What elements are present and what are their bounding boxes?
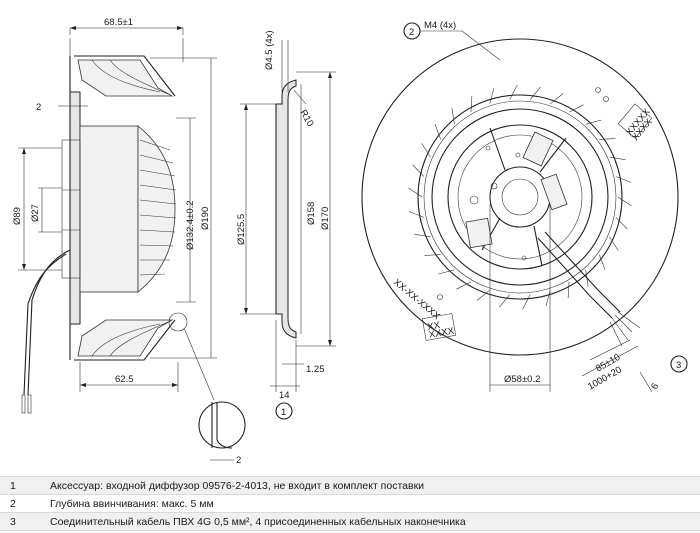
blade-tip	[451, 107, 455, 125]
note-number: 2	[10, 497, 16, 510]
blade-tip	[412, 164, 425, 177]
blade-tip	[438, 269, 455, 275]
blade-tip	[476, 289, 490, 301]
label-bottom: XXXXXX	[427, 318, 456, 341]
blade-tip	[615, 217, 628, 230]
blade-tip	[456, 281, 472, 290]
blade-tip	[408, 187, 423, 198]
blade-tip	[615, 176, 632, 183]
dim-d89: Ø89	[12, 207, 23, 225]
blade-tip	[414, 233, 431, 238]
blade-tip	[470, 95, 473, 113]
front-view: XXXXXXXXX XXXXXX XX-XX-XXXX 2 M4 (4x) 3 …	[361, 20, 688, 393]
blade-tip	[509, 84, 518, 100]
blade-tip	[599, 254, 606, 271]
blade-tip	[434, 123, 441, 140]
blade-tip	[599, 138, 616, 140]
note-number: 3	[10, 515, 16, 528]
blade-tip	[522, 294, 531, 310]
dim-d27: Ø27	[30, 204, 41, 222]
blade-tips	[408, 84, 632, 310]
thread-callout: 2	[409, 27, 414, 38]
blade-tip	[499, 294, 511, 308]
notes-table: 1 Аксессуар: входной диффузор 09576-2-40…	[0, 476, 700, 531]
note-row: 3 Соединительный кабель ПВХ 4G 0,5 мм², …	[0, 512, 700, 531]
note-number: 1	[10, 479, 16, 492]
label-top: XXXXXXXXX	[624, 106, 659, 143]
dim-radius: R10	[297, 108, 315, 129]
technical-drawing: 68.5±1 2 Ø89	[12, 17, 688, 466]
blade-tip	[545, 290, 551, 306]
note-text: Глубина ввинчивания: макс. 5 мм	[50, 497, 214, 510]
cable-callout: 3	[676, 360, 681, 371]
blade-tip	[408, 211, 425, 218]
dim-d158: Ø158	[306, 202, 317, 225]
blade-tip	[529, 86, 541, 100]
nozzle-view: Ø4.5 (4x) R10 Ø125.5 Ø158 Ø170 14 1.25 1	[236, 30, 336, 420]
blade-tip	[424, 254, 441, 256]
note-row: 2 Глубина ввинчивания: макс. 5 мм	[0, 494, 700, 512]
dim-d132: Ø132.4±0.2	[185, 200, 196, 250]
dim-d170: Ø170	[320, 207, 331, 230]
dim-thickness: 1.25	[306, 364, 325, 375]
blade-tip	[550, 93, 564, 105]
side-view: 68.5±1 2 Ø89	[12, 17, 246, 466]
dim-d1255: Ø125.5	[236, 214, 247, 245]
dim-end: 6	[649, 381, 661, 391]
blade-tip	[609, 156, 626, 161]
dim-hub: Ø58±0.2	[504, 374, 540, 385]
blade-tip	[617, 196, 632, 207]
blade-tip	[421, 143, 431, 158]
dim-width-top: 68.5±1	[104, 17, 133, 28]
blade-tip	[609, 236, 619, 251]
dim-depth: 14	[279, 390, 290, 401]
blade-tip	[489, 88, 495, 104]
callout-1: 1	[281, 407, 286, 418]
note-text: Соединительный кабель ПВХ 4G 0,5 мм², 4 …	[50, 515, 466, 528]
note-row: 1 Аксессуар: входной диффузор 09576-2-40…	[0, 476, 700, 494]
dim-holes: Ø4.5 (4x)	[264, 30, 275, 70]
dim-d190: Ø190	[200, 207, 211, 230]
dim-lip: 2	[36, 102, 41, 113]
blade-tip	[567, 281, 570, 299]
dim-detail-gap: 2	[236, 455, 241, 466]
dim-width-bottom: 62.5	[115, 374, 134, 385]
blade-tip	[585, 119, 602, 125]
dim-thread: M4 (4x)	[424, 20, 456, 31]
note-text: Аксессуар: входной диффузор 09576-2-4013…	[50, 479, 425, 492]
blade-tip	[568, 104, 584, 113]
label-left: XX-XX-XXXX	[391, 277, 442, 323]
